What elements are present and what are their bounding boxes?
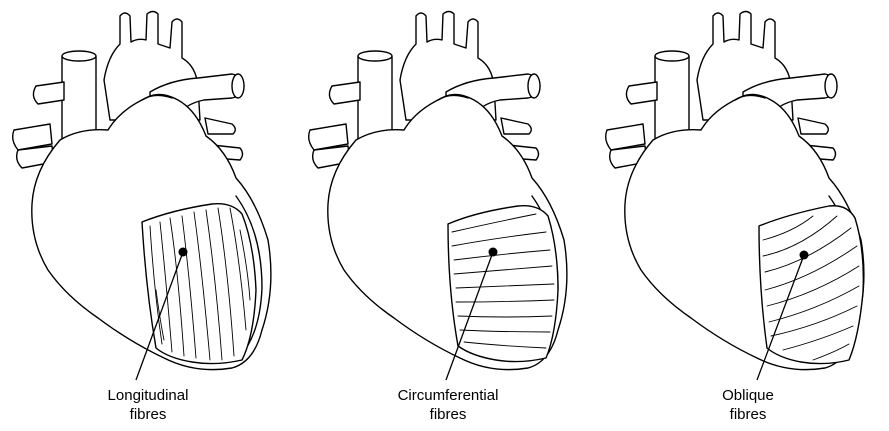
caption-oblique: Oblique fibres <box>648 386 848 424</box>
caption-circumferential: Circumferential fibres <box>348 386 548 424</box>
caption-line-2: fibres <box>48 405 248 424</box>
heart-circumferential-illustration <box>296 0 592 431</box>
caption-line-1: Circumferential <box>348 386 548 405</box>
panel-oblique: Oblique fibres <box>593 0 889 431</box>
caption-line-1: Longitudinal <box>48 386 248 405</box>
caption-line-1: Oblique <box>648 386 848 405</box>
panel-circumferential: Circumferential fibres <box>296 0 592 431</box>
fibre-window <box>142 204 256 364</box>
heart-longitudinal-illustration <box>0 0 296 431</box>
heart-oblique-illustration <box>593 0 889 431</box>
caption-line-2: fibres <box>648 405 848 424</box>
fibre-window <box>759 206 863 364</box>
caption-longitudinal: Longitudinal fibres <box>48 386 248 424</box>
caption-line-2: fibres <box>348 405 548 424</box>
panel-longitudinal: Longitudinal fibres <box>0 0 296 431</box>
